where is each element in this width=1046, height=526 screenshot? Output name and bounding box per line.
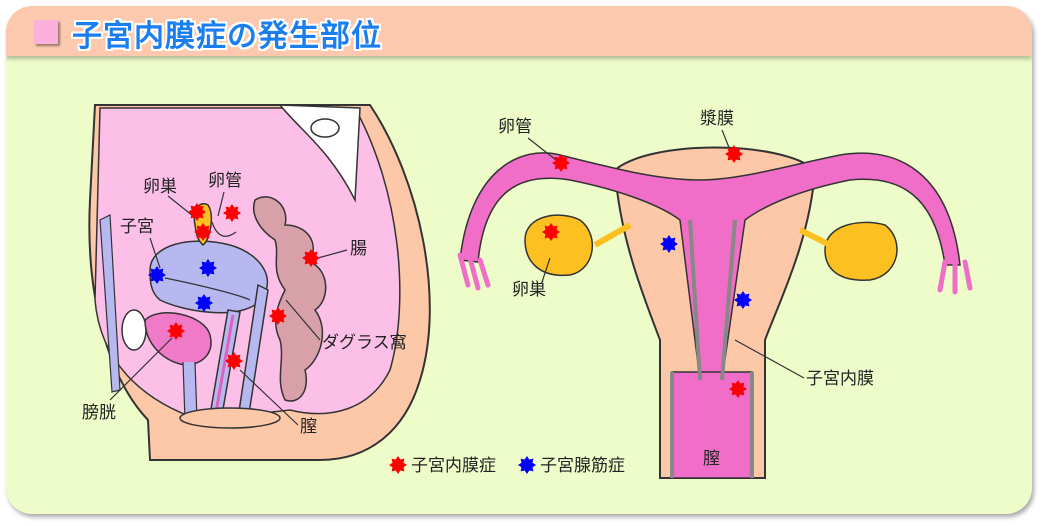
adenomyosis-star-icon — [148, 266, 166, 284]
adenomyosis-star-icon — [734, 291, 752, 309]
endometriosis-star-icon — [223, 204, 241, 222]
page-title: 子宮内膜症の発生部位 — [72, 19, 382, 54]
label-uterus: 子宮 — [120, 217, 154, 237]
title-bullet-icon — [34, 20, 58, 44]
adenomyosis-star-icon — [660, 235, 678, 253]
tube-left — [211, 221, 237, 237]
bladder — [144, 312, 212, 366]
endometriosis-star-icon — [542, 223, 560, 241]
legend-label-adenomyosis: 子宮腺筋症 — [540, 456, 625, 476]
endometriosis-star-icon — [552, 154, 570, 172]
adenomyosis-star-icon — [195, 294, 213, 312]
sagittal-labels: 卵巣 卵管 子宮 腸 ダグラス窩 膀胱 膣 — [82, 171, 407, 437]
spine — [278, 104, 361, 203]
label-serosa: 漿膜 — [700, 109, 734, 129]
label-douglas-pouch: ダグラス窩 — [322, 333, 407, 353]
label-endometrium: 子宮内膜 — [806, 369, 874, 389]
label-ovary: 卵巣 — [512, 280, 546, 300]
endometriosis-star-icon — [225, 352, 243, 370]
label-vagina: 膣 — [300, 417, 317, 437]
endometriosis-star-icon — [725, 145, 743, 163]
fallopian-tubes-cavity — [459, 152, 961, 381]
frontal-labels: 卵管 漿膜 卵巣 子宮内膜 膣 — [498, 109, 874, 469]
endometriosis-star-icon — [729, 380, 747, 398]
label-vagina: 膣 — [703, 449, 720, 469]
endometriosis-star-icon — [269, 307, 287, 325]
sagittal-view: 卵巣 卵管 子宮 腸 ダグラス窩 膀胱 膣 — [82, 104, 431, 461]
endometriosis-star-icon — [302, 249, 320, 267]
endometriosis-legend-star-icon — [389, 456, 407, 474]
intestine — [253, 196, 327, 402]
label-intestine: 腸 — [350, 239, 367, 259]
adenomyosis-star-icon — [199, 259, 217, 277]
label-fallopian-tube: 卵管 — [498, 117, 532, 137]
label-bladder: 膀胱 — [82, 403, 116, 423]
label-fallopian-tube: 卵管 — [208, 171, 242, 191]
endometriosis-star-icon — [167, 322, 185, 340]
header-bar: 子宮内膜症の発生部位 — [6, 6, 1032, 56]
legend: 子宮内膜症 子宮腺筋症 — [389, 456, 625, 476]
endometriosis-star-icon — [194, 223, 212, 241]
endometriosis-star-icon — [188, 203, 206, 221]
ovary-right — [824, 221, 898, 281]
adenomyosis-legend-star-icon — [518, 456, 536, 474]
label-ovary: 卵巣 — [143, 177, 177, 197]
frontal-view: 卵管 漿膜 卵巣 子宮内膜 膣 — [457, 109, 973, 479]
ovary-left — [524, 214, 594, 277]
legend-label-endometriosis: 子宮内膜症 — [411, 456, 496, 476]
